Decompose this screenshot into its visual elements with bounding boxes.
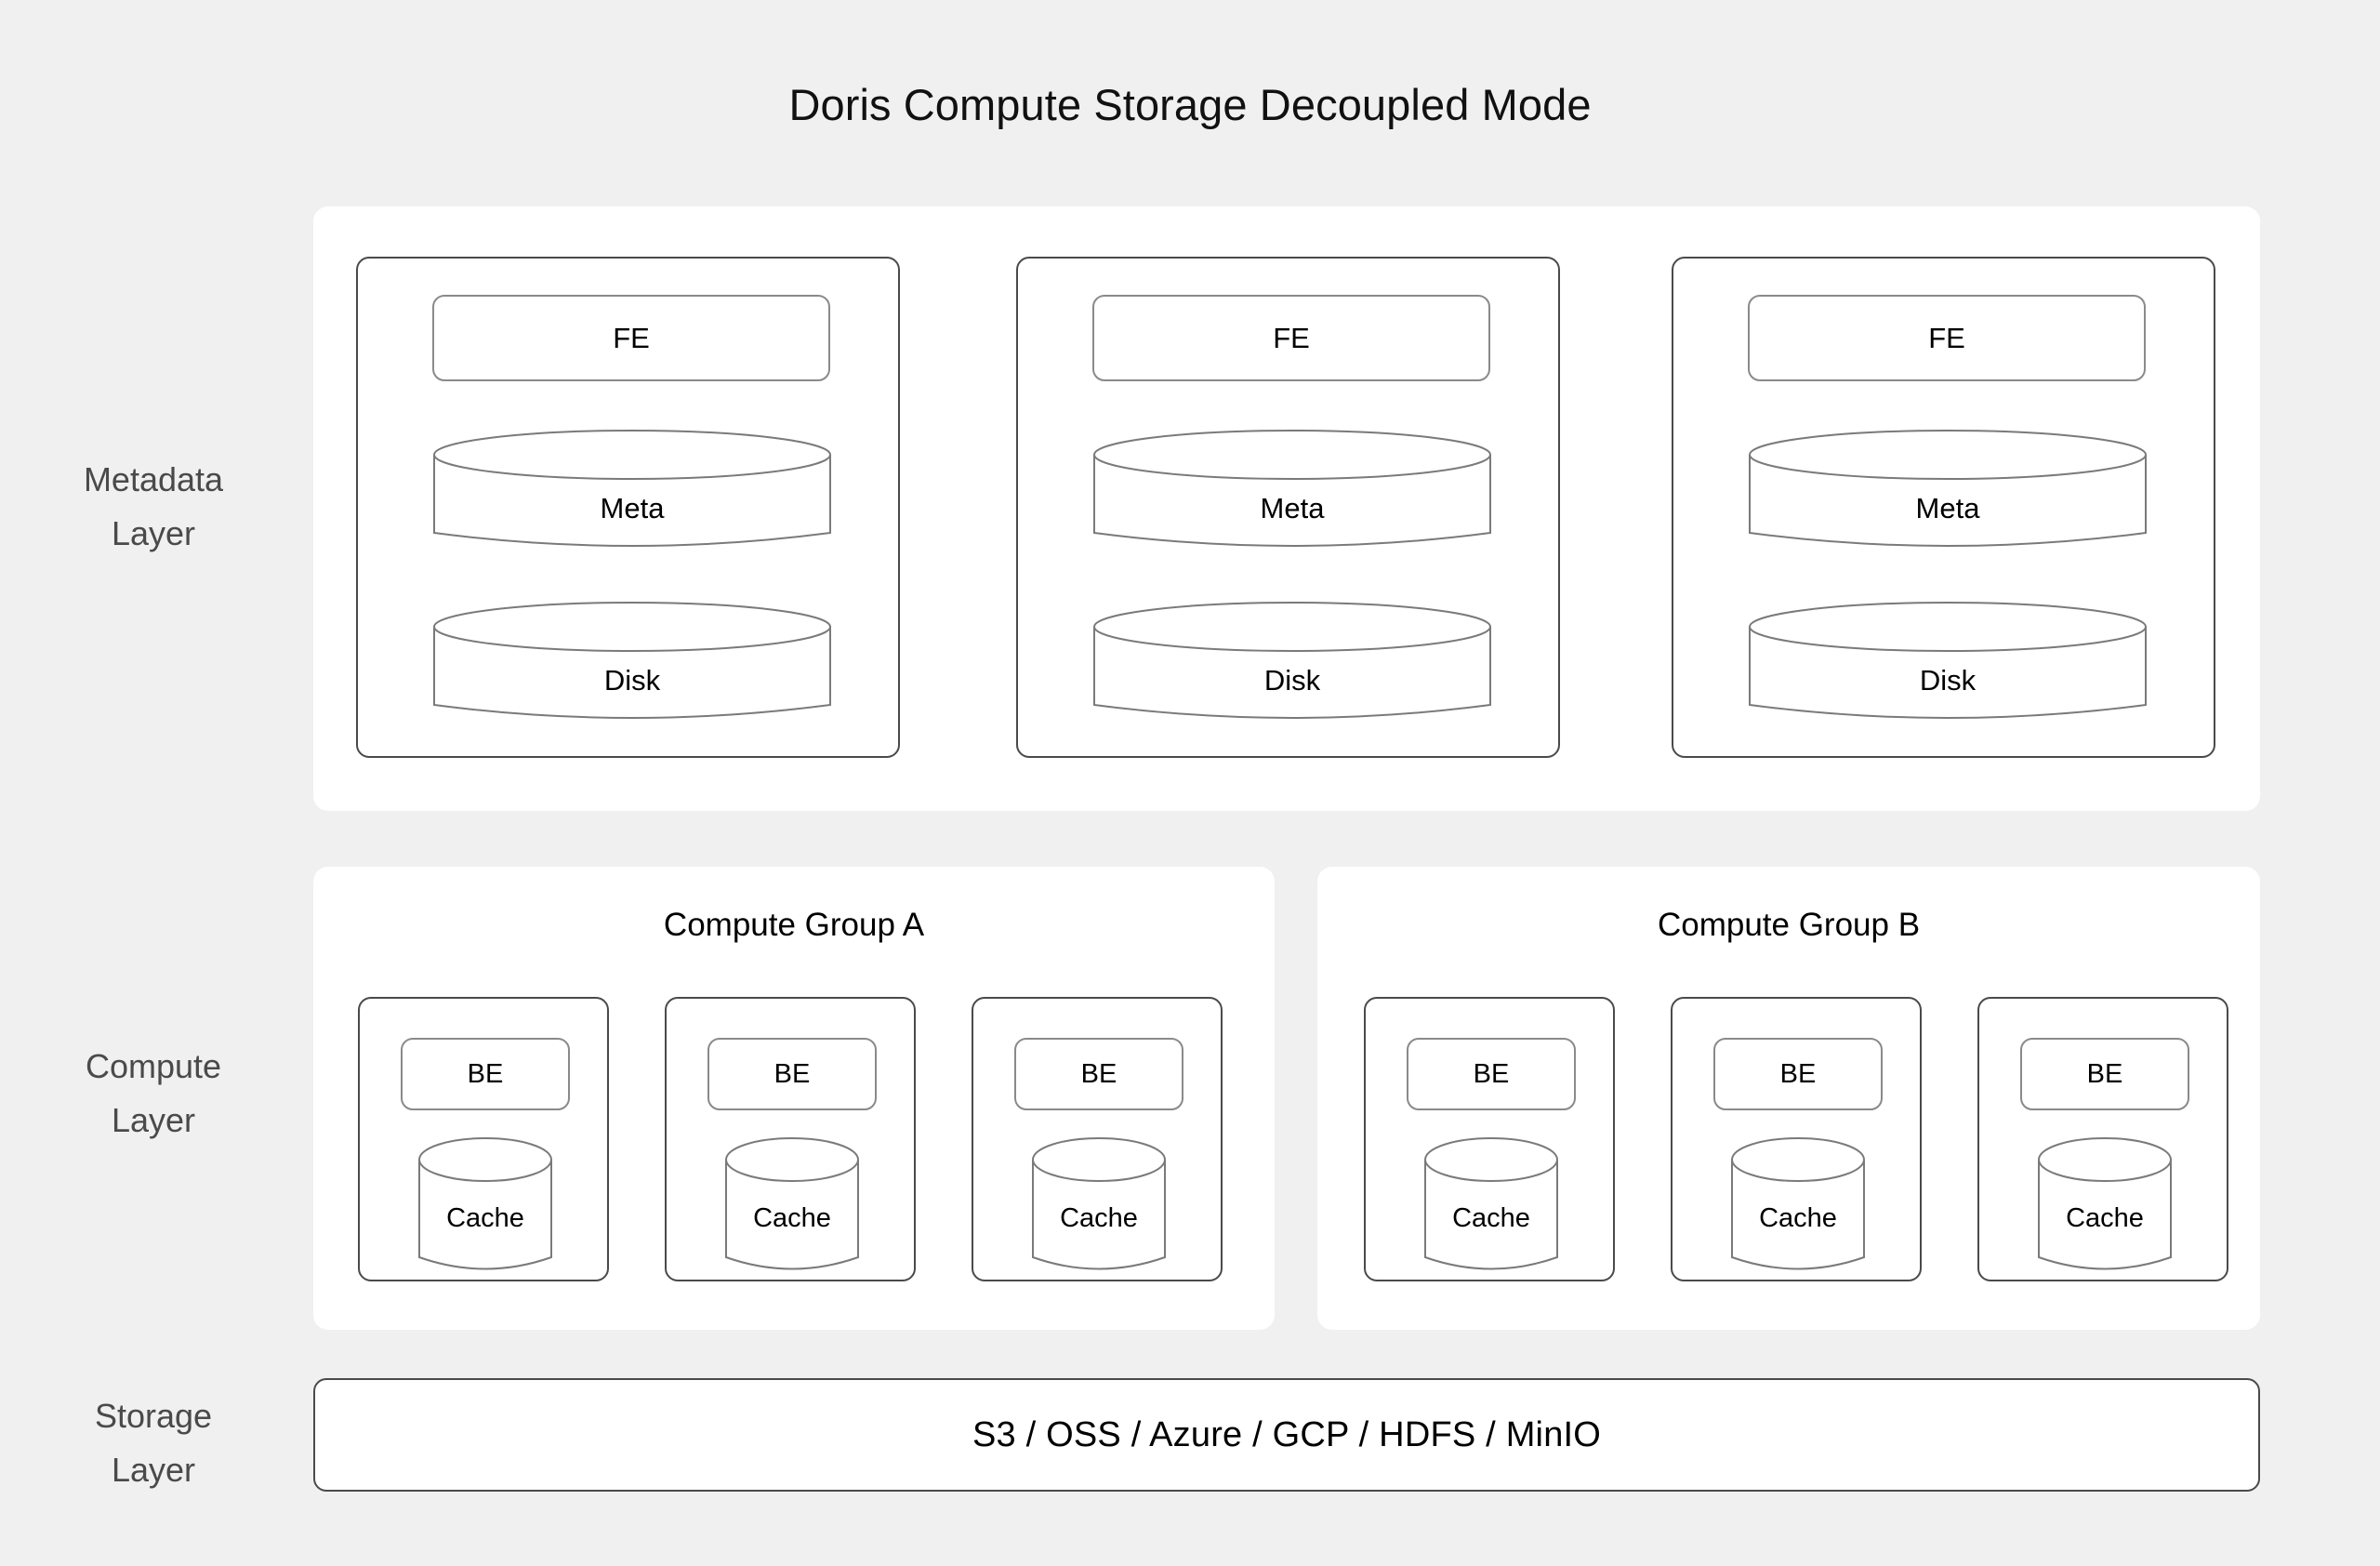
layer-label-compute: Compute Layer: [0, 1040, 307, 1148]
cache-cylinder-label: Cache: [1060, 1203, 1138, 1233]
cache-cylinder-label: Cache: [2066, 1203, 2144, 1233]
metadata-node[interactable]: FE Meta Disk: [1016, 257, 1560, 758]
compute-node[interactable]: BE Cache: [358, 997, 609, 1281]
layer-label-metadata-line1: Metadata: [83, 460, 224, 498]
meta-cylinder-label: Meta: [600, 492, 665, 524]
metadata-node[interactable]: FE Meta Disk: [356, 257, 900, 758]
storage-backends-label: S3 / OSS / Azure / GCP / HDFS / MinIO: [972, 1414, 1602, 1454]
be-box[interactable]: BE: [2020, 1038, 2189, 1110]
disk-cylinder-label: Disk: [1919, 664, 1977, 697]
meta-cylinder: Meta: [432, 429, 832, 559]
cache-cylinder: Cache: [1423, 1136, 1559, 1281]
compute-node[interactable]: BE Cache: [1364, 997, 1615, 1281]
cache-cylinder-label: Cache: [1759, 1203, 1837, 1233]
compute-node[interactable]: BE Cache: [665, 997, 916, 1281]
meta-cylinder: Meta: [1092, 429, 1492, 559]
fe-box[interactable]: FE: [432, 295, 830, 381]
cache-cylinder: Cache: [2037, 1136, 2173, 1281]
cache-cylinder: Cache: [1031, 1136, 1167, 1281]
be-box[interactable]: BE: [401, 1038, 570, 1110]
fe-box[interactable]: FE: [1748, 295, 2146, 381]
be-box[interactable]: BE: [1407, 1038, 1576, 1110]
disk-cylinder-label: Disk: [1263, 664, 1321, 697]
layer-label-metadata: Metadata Layer: [0, 453, 307, 562]
cache-cylinder-label: Cache: [1452, 1203, 1530, 1233]
compute-node[interactable]: BE Cache: [1977, 997, 2228, 1281]
compute-group-b-title: Compute Group B: [1657, 907, 1921, 943]
be-box[interactable]: BE: [707, 1038, 877, 1110]
layer-label-storage-line1: Storage: [94, 1397, 213, 1435]
disk-cylinder-label: Disk: [603, 664, 661, 697]
cache-cylinder: Cache: [724, 1136, 860, 1281]
metadata-node[interactable]: FE Meta Disk: [1672, 257, 2215, 758]
compute-node[interactable]: BE Cache: [972, 997, 1223, 1281]
storage-layer-box[interactable]: S3 / OSS / Azure / GCP / HDFS / MinIO: [313, 1378, 2260, 1492]
cache-cylinder: Cache: [1730, 1136, 1866, 1281]
be-box[interactable]: BE: [1713, 1038, 1883, 1110]
layer-label-compute-line1: Compute: [85, 1047, 222, 1085]
compute-group-a-title: Compute Group A: [663, 907, 925, 943]
compute-node[interactable]: BE Cache: [1671, 997, 1922, 1281]
meta-cylinder-label: Meta: [1260, 492, 1325, 524]
disk-cylinder: Disk: [432, 601, 832, 731]
meta-cylinder: Meta: [1748, 429, 2148, 559]
disk-cylinder: Disk: [1092, 601, 1492, 731]
cache-cylinder-label: Cache: [446, 1203, 524, 1233]
cache-cylinder: Cache: [417, 1136, 553, 1281]
disk-cylinder: Disk: [1748, 601, 2148, 731]
meta-cylinder-label: Meta: [1915, 492, 1980, 524]
fe-box[interactable]: FE: [1092, 295, 1490, 381]
page-title: Doris Compute Storage Decoupled Mode: [788, 80, 1592, 129]
layer-label-metadata-line2: Layer: [111, 514, 196, 553]
layer-label-storage: Storage Layer: [0, 1389, 307, 1498]
cache-cylinder-label: Cache: [753, 1203, 831, 1233]
be-box[interactable]: BE: [1014, 1038, 1183, 1110]
layer-label-storage-line2: Layer: [111, 1451, 196, 1490]
layer-label-compute-line2: Layer: [111, 1101, 196, 1140]
